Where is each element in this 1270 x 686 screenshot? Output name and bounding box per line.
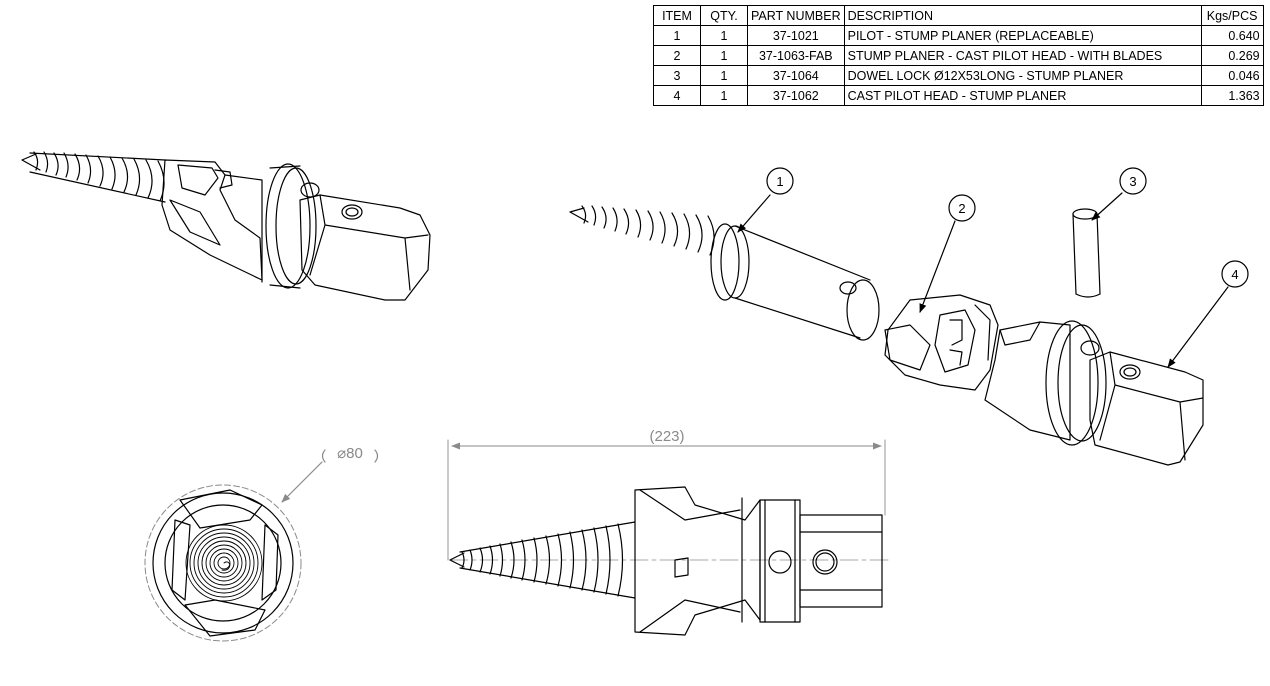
pilot-head-part: [984, 320, 1204, 466]
diameter-label: ⌀80: [337, 445, 363, 462]
side-collar: [759, 499, 801, 623]
pilot-screw-part: [569, 205, 880, 341]
cast-head: [161, 159, 263, 283]
end-view: ⌀80: [144, 445, 379, 642]
bom-header-weight: Kgs/PCS: [1200, 5, 1264, 26]
balloon-1: 1: [737, 167, 794, 233]
bom-cell-qty: 1: [700, 85, 748, 106]
bom-cell-weight: 1.363: [1200, 85, 1264, 106]
bom-header-row: ITEM QTY. PART NUMBER DESCRIPTION Kgs/PC…: [653, 5, 1264, 26]
table-row: 4 1 37-1062 CAST PILOT HEAD - STUMP PLAN…: [653, 85, 1264, 106]
bom-cell-weight: 0.269: [1200, 45, 1264, 66]
balloon-3: 3: [1091, 167, 1147, 221]
bom-cell-part-number: 37-1062: [747, 85, 845, 106]
bom-cell-weight: 0.046: [1200, 65, 1264, 86]
screw-thread: [21, 151, 166, 203]
balloon-2: 2: [919, 194, 976, 313]
bom-cell-item: 4: [653, 85, 701, 106]
bom-cell-description: PILOT - STUMP PLANER (REPLACEABLE): [843, 25, 1202, 46]
table-row: 1 1 37-1021 PILOT - STUMP PLANER (REPLAC…: [653, 25, 1264, 46]
bom-cell-part-number: 37-1063-FAB: [747, 45, 845, 66]
side-screw-thread: [449, 521, 636, 599]
balloon-2-label: 2: [958, 201, 965, 216]
length-dimension: (223): [447, 428, 886, 561]
length-label: (223): [649, 428, 684, 445]
side-square-drive: [799, 514, 883, 608]
blade-head-part: [884, 294, 999, 391]
balloon-1-label: 1: [776, 174, 783, 189]
exploded-view: 1 2 3 4: [569, 167, 1249, 466]
spiral-thread-end: [185, 524, 263, 602]
square-drive: [299, 194, 431, 301]
balloon-4-label: 4: [1231, 267, 1238, 282]
bom-cell-description: CAST PILOT HEAD - STUMP PLANER: [843, 85, 1202, 106]
diameter-dimension: ⌀80: [281, 445, 379, 503]
side-view: (223): [447, 428, 891, 636]
dowel-pin-part: [1072, 208, 1101, 298]
balloon-3-label: 3: [1129, 174, 1136, 189]
side-head: [634, 486, 761, 636]
balloon-4: 4: [1167, 260, 1249, 368]
collar: [265, 163, 320, 289]
isometric-assembly-view: [21, 151, 431, 301]
bill-of-materials-table: ITEM QTY. PART NUMBER DESCRIPTION Kgs/PC…: [653, 5, 1264, 106]
